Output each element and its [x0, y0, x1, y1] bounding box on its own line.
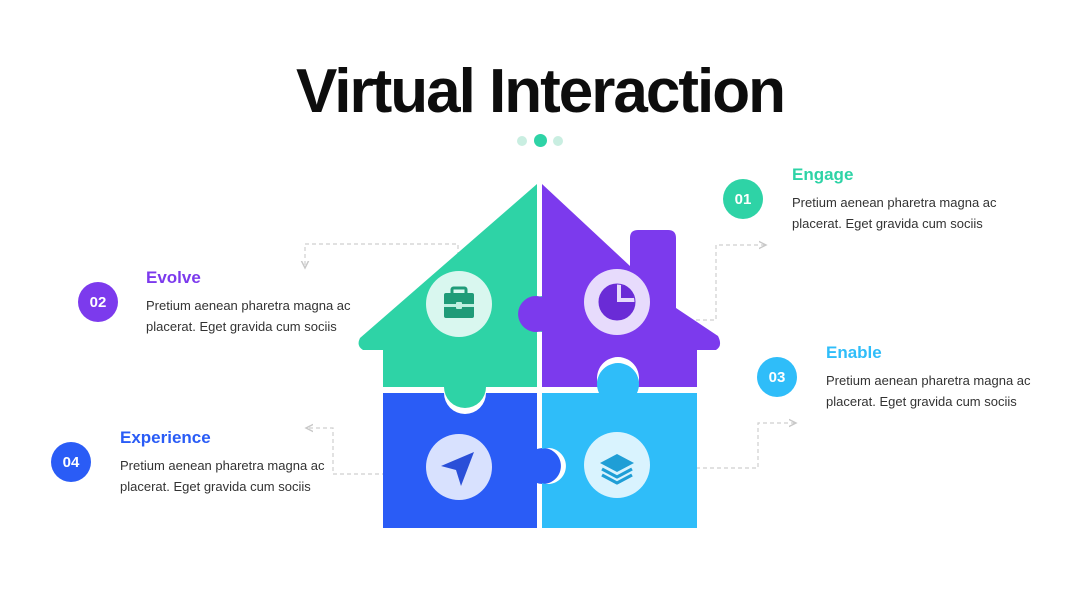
step-badge-03: 03: [757, 357, 797, 397]
connector-evolve: [305, 243, 459, 270]
step-title-enable: Enable: [826, 343, 882, 362]
step-badge-01: 01: [723, 179, 763, 219]
layers-icon: [600, 454, 634, 485]
step-badge-04: 04: [51, 442, 91, 482]
connector-experience: [306, 428, 400, 475]
briefcase-icon: [444, 286, 474, 318]
send-arrow-icon: [441, 452, 474, 486]
step-title-engage: Engage: [792, 165, 854, 184]
step-description-engage: Pretium aenean pharetra magna ac placera…: [792, 195, 997, 231]
pagination-dot[interactable]: [517, 136, 527, 146]
pagination-dot-active[interactable]: [534, 134, 547, 147]
pagination-dots: [516, 134, 566, 148]
step-title-evolve: Evolve: [146, 268, 201, 287]
step-description-enable: Pretium aenean pharetra magna ac placera…: [826, 373, 1031, 409]
slide-title: Virtual Interaction: [296, 57, 786, 126]
step-badge-02: 02: [78, 282, 118, 322]
pie-chart-icon: [598, 283, 636, 321]
step-description-experience: Pretium aenean pharetra magna ac placera…: [120, 458, 325, 494]
connector-engage: [668, 245, 766, 321]
pagination-dot[interactable]: [553, 136, 563, 146]
connector-enable: [668, 423, 796, 469]
step-description-evolve: Pretium aenean pharetra magna ac placera…: [146, 298, 351, 334]
step-title-experience: Experience: [120, 428, 211, 447]
